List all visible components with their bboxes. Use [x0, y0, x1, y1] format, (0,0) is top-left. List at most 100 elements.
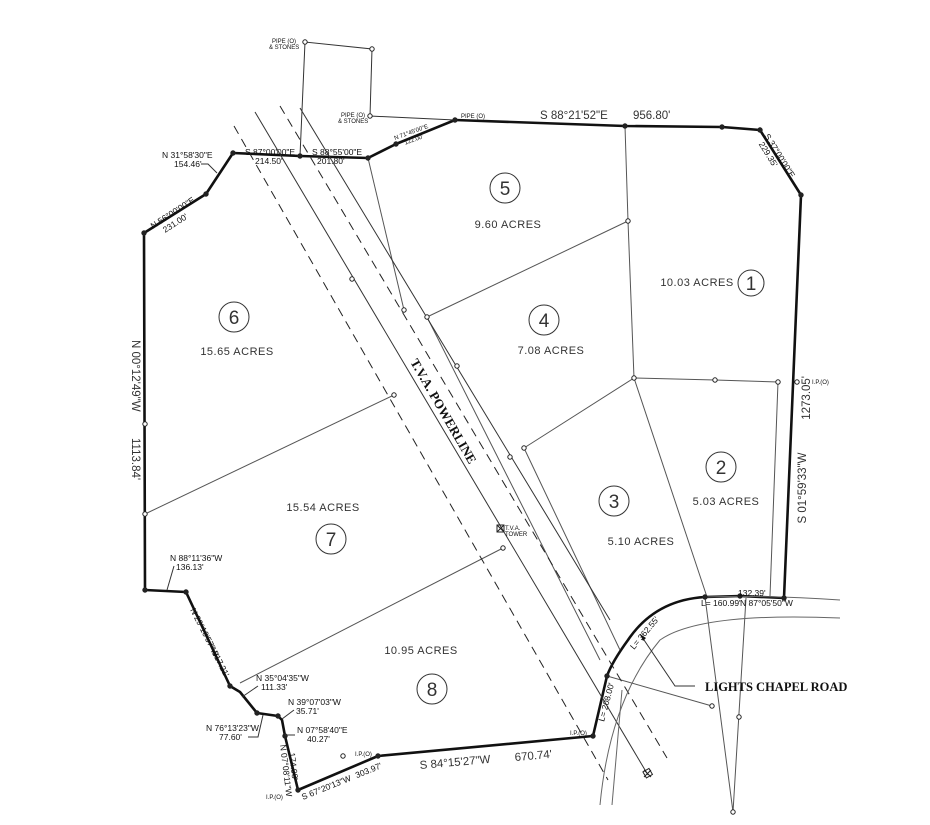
lot-line-5-west: [367, 157, 405, 311]
call-north-1: S 87°00'00"E 214.50': [245, 147, 295, 166]
tower-label-2: TOWER: [505, 532, 528, 538]
call-east: 1273.05' S 01°59'33"W: [797, 376, 813, 523]
road-row-north: [704, 595, 841, 601]
lot-acres: 5.10 ACRES: [608, 536, 675, 548]
tower-label-1: T.V.A.: [505, 526, 521, 532]
bearing: S 84°15'27"W: [419, 754, 491, 772]
monument-label: I.P.(O): [355, 752, 372, 758]
lot-line-4-3: [523, 377, 635, 449]
powerline-easement-east: [279, 105, 668, 759]
lot-line-4-west: [426, 316, 601, 661]
lot-acres: 10.95 ACRES: [384, 645, 457, 657]
lot-2: 2 5.03 ACRES: [693, 451, 760, 508]
lot-number: 7: [326, 530, 337, 551]
lot-number: 5: [500, 179, 511, 200]
call-ne-corner: S 37°00'00"E 229.35': [757, 132, 798, 180]
lot-line-1-2: [633, 377, 779, 597]
call-north-main: S 88°21'52"E 956.80': [540, 110, 670, 122]
lot-acres: 9.60 ACRES: [475, 219, 542, 231]
road-row-south: [599, 616, 841, 806]
distance: 214.50': [255, 156, 283, 166]
annex-line: [299, 41, 456, 157]
bearing: S 88°21'52"E: [540, 110, 608, 122]
call-sw-6: N 35°04'35"W 111.33': [241, 673, 309, 698]
lot-6: 6 15.65 ACRES: [200, 301, 273, 358]
call-west: N 00°12'49"W 1113.84': [129, 340, 141, 480]
lot-5: 5 9.60 ACRES: [475, 172, 542, 231]
lot-line-7-8: [239, 547, 504, 684]
distance: 670.74': [514, 749, 552, 764]
monument-label: I.P.(O): [570, 731, 587, 737]
lot-number: 4: [539, 311, 550, 332]
lot-number: 2: [716, 458, 727, 479]
call-nw-1: N 56°00'00"E 231.00': [149, 195, 197, 235]
bearing: N 88°11'36"W: [170, 553, 222, 563]
road-row-edge: [611, 689, 623, 806]
lot-3: 3 5.10 ACRES: [598, 485, 675, 548]
bearing: N 00°12'49"W: [129, 340, 141, 412]
road-label-arrow: [640, 634, 646, 641]
call-sw-1: S 67°20'13"W 303.97': [300, 760, 383, 801]
monument-label: PIPE (O): [341, 113, 365, 119]
distance: 317.21': [210, 649, 232, 678]
powerline-row-line: [299, 107, 611, 621]
distance: 201.80': [317, 156, 345, 166]
call-sw-5: N 76°13'23"W 77.60': [206, 714, 264, 742]
bearing: N 35°04'35"W: [256, 673, 309, 683]
tva-tower-south-icon: [642, 767, 654, 779]
distance: 1273.05': [801, 376, 813, 420]
lot-1: 1 10.03 ACRES: [660, 269, 765, 297]
distance: 174.98': [287, 752, 300, 781]
bearing: N 39°07'03"W: [288, 697, 341, 707]
lot-line-road-1: [606, 675, 713, 707]
lot-line-3-2: [633, 377, 708, 598]
call-road-1-distance: 132.39': [738, 588, 766, 598]
lot-acres: 5.03 ACRES: [693, 496, 760, 508]
lot-number: 6: [229, 308, 240, 329]
lot-acres: 15.65 ACRES: [200, 346, 273, 358]
distance: 77.60': [219, 732, 242, 742]
monument-label: I.P.(O): [812, 380, 829, 386]
tva-tower-icon: [496, 524, 505, 533]
lot-number: 3: [609, 492, 620, 513]
lot-8: 8 10.95 ACRES: [384, 645, 457, 705]
lot-number: 1: [746, 274, 757, 295]
distance: 136.13': [176, 562, 204, 572]
call-nw-2: N 31°58'30"E 154.46': [162, 150, 218, 174]
lot-acres: 7.08 ACRES: [518, 345, 585, 357]
call-sw-4: N 39°07'03"W 35.71': [281, 697, 341, 720]
bearing: S 88°55'00"E: [312, 147, 362, 157]
lot-4: 4 7.08 ACRES: [518, 304, 585, 357]
call-w-jog: N 88°11'36"W 136.13': [166, 553, 222, 591]
call-sw-3: N 07°58'40"E 40.27': [285, 725, 348, 744]
call-sw-7: N 29°10'57"W 317.21': [188, 606, 231, 678]
bearing: N 76°13'23"W: [206, 723, 259, 733]
call-north-2: S 88°55'00"E 201.80': [312, 147, 362, 166]
lot-acres: 15.54 ACRES: [286, 502, 359, 514]
distance: 154.46': [174, 159, 202, 169]
lot-number: 8: [427, 680, 438, 701]
bearing: S 87°00'00"E: [245, 147, 295, 157]
distance: 1113.84': [129, 438, 141, 480]
powerline-easement-west: [233, 125, 609, 781]
monument-label: & STONES: [269, 45, 299, 51]
distance: 35.71': [296, 706, 319, 716]
bearing: N 31°58'30"E: [162, 150, 213, 160]
monument-label: PIPE (O): [461, 114, 485, 120]
lot-line-3-west: [523, 447, 621, 651]
monument-label: PIPE (O): [272, 39, 296, 45]
powerline-label: T.V.A. POWERLINE: [407, 356, 479, 466]
monument-label: I.P.(O): [266, 795, 283, 801]
lot-acres: 10.03 ACRES: [660, 277, 733, 289]
call-curve-1: L= 160.99': [701, 598, 741, 608]
distance: 111.33': [261, 682, 288, 692]
distance: 40.27': [307, 734, 330, 744]
monument-label: & STONES: [338, 119, 368, 125]
bearing: N 07°58'40"E: [297, 725, 348, 735]
lot-line-5-1: [624, 125, 635, 379]
road-label-leader: [639, 633, 695, 687]
lot-line-6-7: [144, 394, 395, 515]
road-label: LIGHTS CHAPEL ROAD: [705, 680, 847, 694]
